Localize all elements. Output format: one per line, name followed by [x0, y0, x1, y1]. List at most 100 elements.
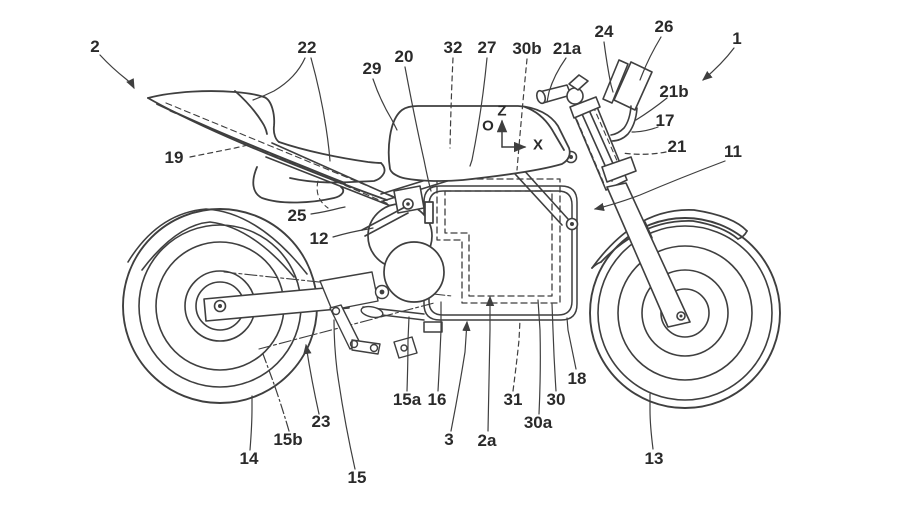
battery-outer — [436, 178, 561, 304]
leader-18 — [566, 317, 577, 370]
link-bolt-3 — [369, 343, 379, 353]
meter-unit — [602, 59, 629, 104]
seat-top — [278, 141, 382, 164]
tail-top-edge — [147, 90, 265, 99]
leader-lines — [99, 36, 735, 470]
key-cylinder — [568, 74, 589, 91]
front-axle-dot — [679, 314, 683, 318]
leader-3 — [450, 320, 471, 432]
pivot-stub-2 — [364, 212, 409, 237]
battery-inner — [444, 190, 553, 297]
leader-2 — [99, 54, 135, 90]
leader-15 — [333, 319, 356, 470]
leader-24 — [603, 41, 614, 93]
frame-joint-mid-dot — [570, 222, 574, 226]
leader-22-b — [310, 57, 331, 162]
leader-13 — [649, 393, 654, 450]
leader-19 — [189, 144, 249, 158]
upper-clamp — [569, 96, 601, 119]
undercowl-hidden-edge — [316, 180, 329, 209]
tank-cover — [387, 105, 571, 182]
case-inner-wall — [428, 190, 573, 316]
motor-unit — [367, 201, 445, 303]
leader-23 — [303, 343, 320, 415]
leader-30a — [537, 299, 541, 415]
hump-seam — [234, 90, 268, 135]
headlamp-bracket-inner — [610, 105, 632, 136]
front-rim — [617, 245, 753, 381]
leader-21a — [546, 57, 567, 103]
stand-bracket — [423, 321, 443, 333]
linkage — [319, 271, 418, 359]
leader-27 — [469, 57, 488, 167]
leader-14 — [249, 395, 253, 451]
rear-fender-outer — [127, 208, 308, 275]
front-fender-outer — [591, 209, 748, 269]
brake-stay-wedge — [319, 271, 379, 311]
link-bolt-2 — [349, 339, 359, 349]
coordinate-axes — [496, 119, 527, 153]
fork-leg — [606, 182, 691, 328]
front-hub — [660, 288, 710, 338]
front-wheel — [589, 217, 781, 409]
swingarm-beam — [203, 285, 350, 322]
leader-15b — [262, 353, 290, 432]
leader-29 — [372, 78, 398, 131]
tank-seam — [524, 106, 565, 151]
leader-17 — [631, 126, 659, 133]
leader-21 — [621, 151, 667, 155]
lower-cowl — [252, 166, 345, 204]
leader-11 — [593, 160, 726, 212]
steer-axis-hidden-2 — [592, 105, 623, 173]
leader-30b — [516, 58, 528, 171]
leader-2a — [485, 295, 495, 432]
front-fender-tip — [737, 230, 748, 240]
leader-15a — [406, 316, 410, 392]
swingarm — [203, 285, 350, 322]
tank-outline — [387, 105, 571, 182]
rear-axle-dot — [218, 304, 222, 308]
front-fender-rear-tip — [591, 261, 602, 269]
bar-end-cap — [535, 89, 547, 105]
bar-clamp — [566, 87, 584, 105]
motor-mount-rect — [424, 201, 434, 224]
leader-20 — [404, 66, 432, 192]
leader-22-a — [252, 57, 306, 101]
front-fork — [572, 101, 691, 328]
link-bolt-4 — [400, 344, 408, 352]
frame-joint-pivot-dot — [406, 202, 410, 206]
leader-16 — [437, 301, 442, 392]
seat-subframe — [165, 102, 401, 209]
link-plate-c — [393, 336, 418, 359]
front-fender-inner — [600, 220, 739, 263]
case-outer-wall — [423, 185, 578, 321]
leader-12 — [332, 227, 374, 238]
steer-axis-hidden-1 — [576, 119, 606, 187]
front-tire-outer — [589, 217, 781, 409]
seat-hump — [263, 96, 280, 143]
subframe-rail-hidden-2 — [169, 110, 392, 206]
leader-1 — [702, 47, 735, 81]
pivot-stub-1 — [361, 206, 406, 231]
link-pin — [360, 305, 384, 319]
leader-32 — [449, 57, 454, 149]
seat-nose — [289, 162, 386, 184]
headlamp-bracket-outer — [611, 107, 638, 142]
leader-30 — [551, 303, 557, 392]
front-tire-inner — [597, 225, 773, 401]
motor-lower-case — [383, 241, 445, 303]
leader-21b — [635, 97, 668, 121]
front-rim-inner — [641, 269, 729, 357]
leader-31 — [512, 319, 521, 392]
leader-25 — [310, 206, 346, 215]
tail-crease — [156, 103, 346, 184]
output-sprocket-dot — [379, 289, 385, 295]
rear-fender — [127, 208, 308, 278]
tail-bottom-edge — [147, 97, 388, 201]
rear-fender-inner — [141, 221, 295, 278]
link-bolt-1 — [331, 306, 341, 316]
tail-bodywork — [147, 90, 388, 209]
leader-26 — [639, 36, 662, 81]
